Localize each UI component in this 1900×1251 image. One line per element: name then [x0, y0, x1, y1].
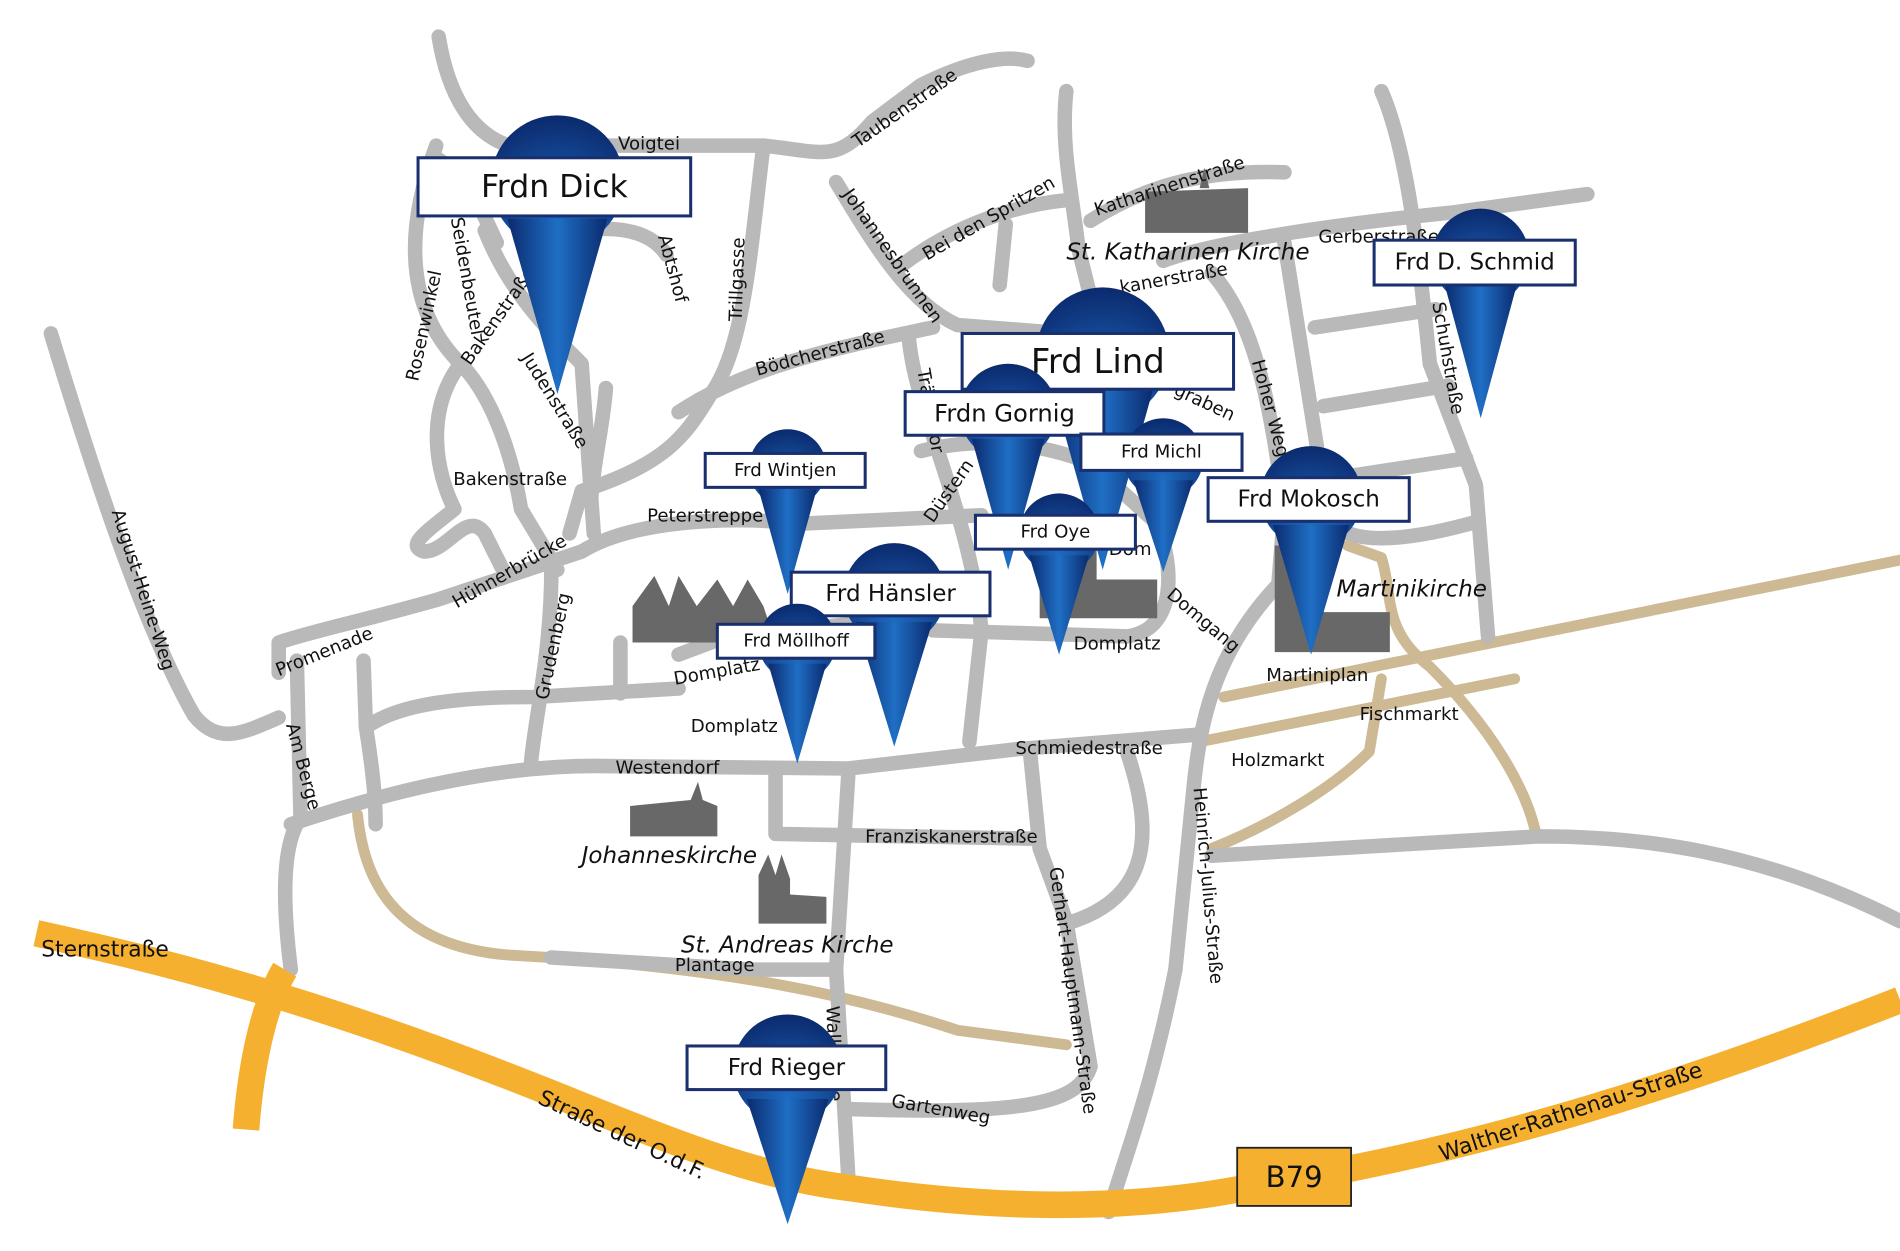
main-roads: [33, 920, 1900, 1219]
marker-label: Frd Michl: [1121, 442, 1202, 463]
map-pin-icon: [1029, 555, 1090, 655]
street-plantage: Plantage: [675, 955, 755, 976]
street-boedcherstrasse: Bödcherstraße: [753, 326, 887, 381]
marker-label-box: [1079, 432, 1244, 472]
marker-label: Frd Möllhoff: [743, 631, 849, 652]
street-westendorf: Westendorf: [616, 757, 720, 778]
marker-label: Frd Rieger: [728, 1055, 846, 1081]
street-gartenweg: Gartenweg: [890, 1091, 992, 1129]
marker-frd-d-schmid[interactable]: Frd D. Schmid: [1372, 208, 1577, 419]
street-holzmarkt: Holzmarkt: [1231, 750, 1324, 771]
map-pin-icon: [1272, 525, 1350, 655]
street-sternstrasse: Sternstraße: [41, 937, 169, 962]
street-voigtei: Voigtei: [618, 133, 680, 154]
church-label-martini: Martinikirche: [1337, 576, 1487, 602]
marker-frd-michl[interactable]: Frd Michl: [1079, 418, 1244, 573]
church-labels: St. Katharinen Kirche Martinikirche Joha…: [578, 240, 1487, 959]
marker-label: Frd Hänsler: [825, 581, 956, 607]
street-fischmarkt: Fischmarkt: [1360, 704, 1459, 725]
marker-label: Frd Lind: [1031, 342, 1165, 381]
streets: [43, 29, 1900, 1220]
marker-label-box: [903, 390, 1106, 437]
street-heinrich-julius-strasse: Heinrich-Julius-Straße: [1189, 786, 1227, 984]
map-pin-icon: [746, 1098, 829, 1225]
map-pin-icon: [768, 663, 827, 764]
andreas-church-building: [758, 854, 827, 924]
street-trillgasse: Trillgasse: [726, 237, 750, 322]
marker-frdn-dick[interactable]: Frdn Dick: [416, 115, 693, 395]
johannes-church-building: [630, 781, 718, 837]
street-gerhart-hauptmann-strasse: Gerhart-Hauptmann-Straße: [1044, 866, 1099, 1116]
street-peterstreppe: Peterstreppe: [647, 505, 763, 526]
marker-label: Frd Mokosch: [1238, 486, 1380, 512]
marker-frd-mokosch[interactable]: Frd Mokosch: [1206, 446, 1411, 655]
map-pin-icon: [1133, 480, 1194, 573]
marker-label-box: [973, 513, 1137, 551]
street-domplatz-south: Domplatz: [691, 716, 778, 737]
street-domplatz: Domplatz: [1074, 634, 1161, 655]
church-label-andreas: St. Andreas Kirche: [681, 933, 894, 959]
marker-label: Frdn Dick: [481, 169, 629, 205]
map-pin-icon: [507, 218, 608, 395]
street-bei-den-spritzen: Bei den Spritzen: [919, 172, 1059, 265]
map-pin-icon: [971, 438, 1045, 570]
marker-label-box: [1206, 476, 1411, 523]
secondary-roads: [352, 540, 1900, 1051]
marker-frd-wintjen[interactable]: Frd Wintjen: [703, 429, 867, 594]
marker-frdn-gornig[interactable]: Frdn Gornig: [903, 363, 1106, 570]
street-hoher-weg: Hoher Weg: [1247, 357, 1293, 459]
highway-badge-b79: B79: [1236, 1146, 1352, 1207]
marker-label: Frd Oye: [1021, 522, 1091, 543]
church-label-katharinen: St. Katharinen Kirche: [1066, 240, 1309, 266]
street-am-berge: Am Berge: [281, 721, 324, 813]
street-schmiedestrasse: Schmiedestraße: [1015, 738, 1162, 759]
street-abtshof: Abtshof: [653, 232, 691, 305]
street-franziskanerstrasse: Franziskanerstraße: [865, 826, 1037, 847]
street-domgang: Domgang: [1162, 584, 1243, 657]
highway-badge-box: [1236, 1146, 1352, 1207]
marker-frd-m-llhoff[interactable]: Frd Möllhoff: [715, 603, 877, 764]
marker-label-box: [416, 156, 693, 218]
marker-label-box: [1372, 238, 1577, 287]
street-martiniplan: Martiniplan: [1266, 665, 1368, 686]
marker-label-box: [789, 570, 992, 618]
marker-label: Frd Wintjen: [734, 460, 837, 481]
map-pin-icon: [1444, 283, 1518, 419]
street-august-heine-weg: August-Heine-Weg: [107, 507, 179, 673]
marker-frd-oye[interactable]: Frd Oye: [973, 493, 1137, 655]
map-pin-icon: [758, 489, 817, 594]
marker-label-box: [703, 451, 867, 489]
marker-label-box: [685, 1044, 888, 1092]
street-bakenstrasse: Bakenstraße: [453, 469, 567, 490]
marker-label-box: [715, 622, 877, 660]
marker-label: Frdn Gornig: [934, 399, 1075, 427]
katharinen-church-building: [1145, 167, 1249, 233]
marker-frd-rieger[interactable]: Frd Rieger: [685, 1014, 888, 1225]
street-grudenberg: Grudenberg: [532, 591, 575, 702]
church-label-johannes: Johanneskirche: [578, 843, 757, 869]
street-walther-rathenau-strasse: Walther-Rathenau-Straße: [1436, 1058, 1706, 1167]
marker-label: Frd D. Schmid: [1395, 250, 1555, 276]
street-taubenstrasse: Taubenstraße: [848, 65, 961, 153]
highway-badge-label: B79: [1266, 1160, 1323, 1194]
